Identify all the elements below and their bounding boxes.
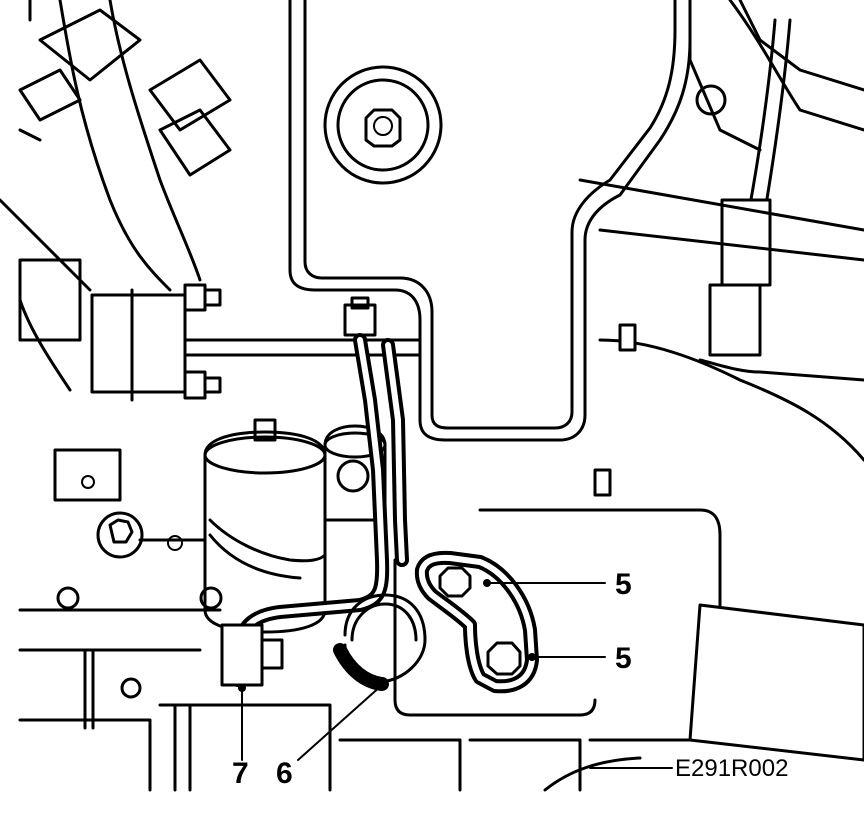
callout-label-5-upper: 5 bbox=[615, 568, 632, 601]
callout-label-7: 7 bbox=[232, 757, 249, 790]
mounting-bracket bbox=[414, 550, 539, 694]
callout-label-6: 6 bbox=[276, 757, 293, 790]
lower-right-parts bbox=[338, 323, 864, 792]
wiring-harness-left bbox=[0, 0, 232, 392]
lower-left-parts bbox=[18, 448, 332, 792]
engine-housing bbox=[288, 0, 864, 442]
callout-label-5-lower: 5 bbox=[615, 642, 632, 675]
hose-clamp bbox=[333, 593, 427, 691]
bracket-bar bbox=[90, 283, 422, 402]
fuel-filter bbox=[203, 418, 327, 634]
callout-leaders bbox=[238, 579, 673, 769]
fuel-hose-highlighted bbox=[220, 296, 409, 687]
sensor-cable-right bbox=[578, 18, 864, 462]
figure-code: E291R002 bbox=[675, 755, 788, 782]
